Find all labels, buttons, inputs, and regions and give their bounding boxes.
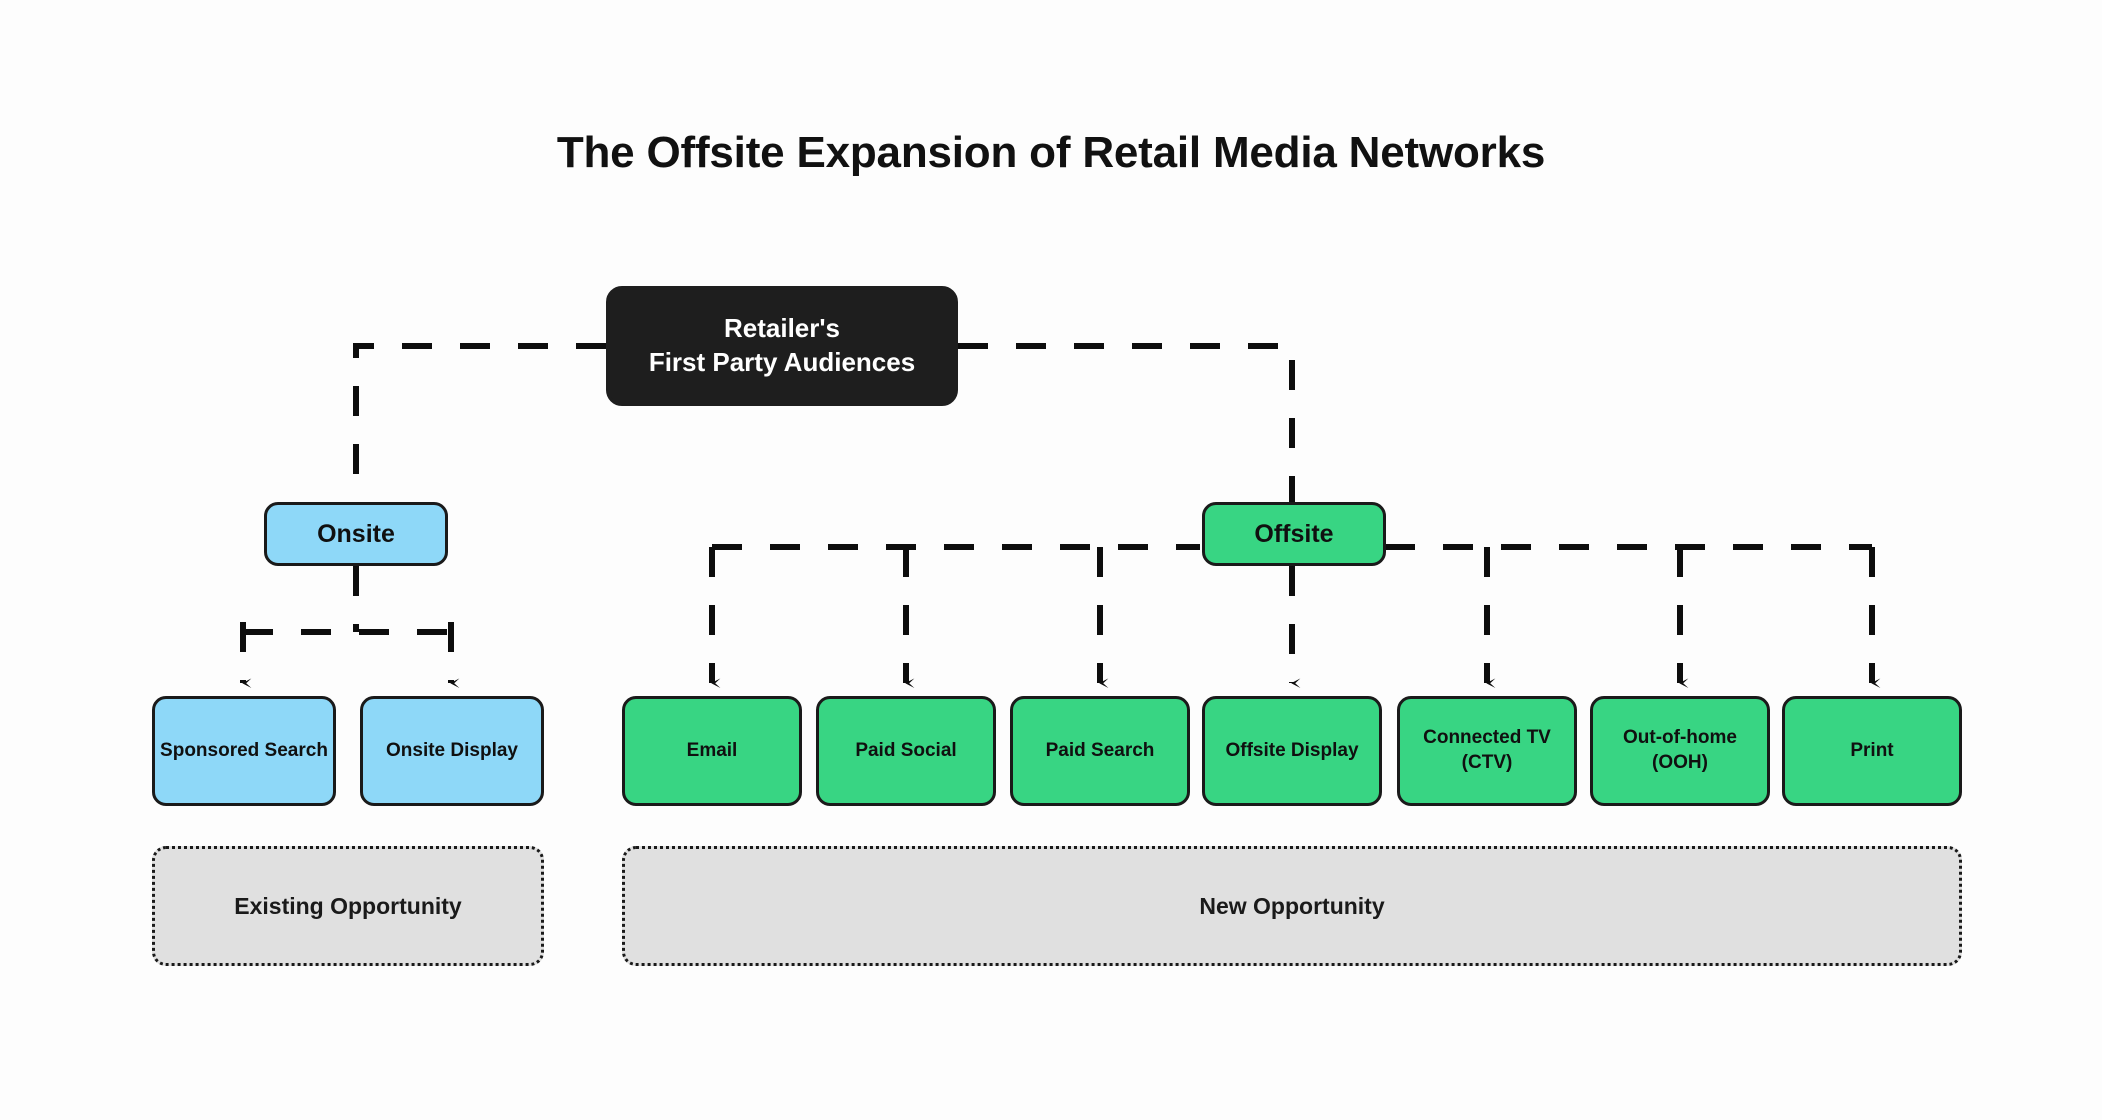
node-onsite-display[interactable]: Onsite Display — [360, 696, 544, 806]
node-paid-search-label: Paid Search — [1045, 739, 1155, 761]
node-onsite-display-label: Onsite Display — [386, 739, 518, 761]
node-root[interactable]: Retailer's First Party Audiences — [606, 286, 958, 406]
legend-existing-opportunity-label: Existing Opportunity — [234, 892, 462, 919]
node-onsite[interactable]: Onsite — [264, 502, 448, 566]
node-out-of-home[interactable]: Out-of-home (OOH) — [1590, 696, 1770, 806]
legend-new-opportunity-label: New Opportunity — [1199, 892, 1385, 919]
node-email-label: Email — [686, 739, 738, 761]
node-paid-social-label: Paid Social — [855, 739, 957, 761]
node-connected-tv-label: Connected TV (CTV) — [1423, 727, 1551, 773]
legend-existing-opportunity: Existing Opportunity — [152, 846, 544, 966]
node-offsite-display-label: Offsite Display — [1225, 739, 1359, 761]
node-sponsored-search-label: Sponsored Search — [160, 739, 328, 761]
node-print-label: Print — [1850, 739, 1894, 761]
edge-root-to-onsite — [353, 343, 606, 502]
node-onsite-label: Onsite — [317, 519, 395, 548]
node-paid-search[interactable]: Paid Search — [1010, 696, 1190, 806]
node-email[interactable]: Email — [622, 696, 802, 806]
node-connected-tv[interactable]: Connected TV (CTV) — [1397, 696, 1577, 806]
node-print[interactable]: Print — [1782, 696, 1962, 806]
legend-new-opportunity: New Opportunity — [622, 846, 1962, 966]
node-paid-social[interactable]: Paid Social — [816, 696, 996, 806]
node-out-of-home-label: Out-of-home (OOH) — [1623, 727, 1737, 773]
node-root-line1: Retailer's — [723, 313, 841, 344]
node-offsite[interactable]: Offsite — [1202, 502, 1386, 566]
node-offsite-display[interactable]: Offsite Display — [1202, 696, 1382, 806]
node-sponsored-search[interactable]: Sponsored Search — [152, 696, 336, 806]
node-root-line2: First Party Audiences — [648, 347, 916, 377]
node-offsite-label: Offsite — [1254, 519, 1334, 548]
edge-root-to-offsite — [958, 343, 1295, 502]
page-title: The Offsite Expansion of Retail Media Ne… — [556, 128, 1546, 177]
